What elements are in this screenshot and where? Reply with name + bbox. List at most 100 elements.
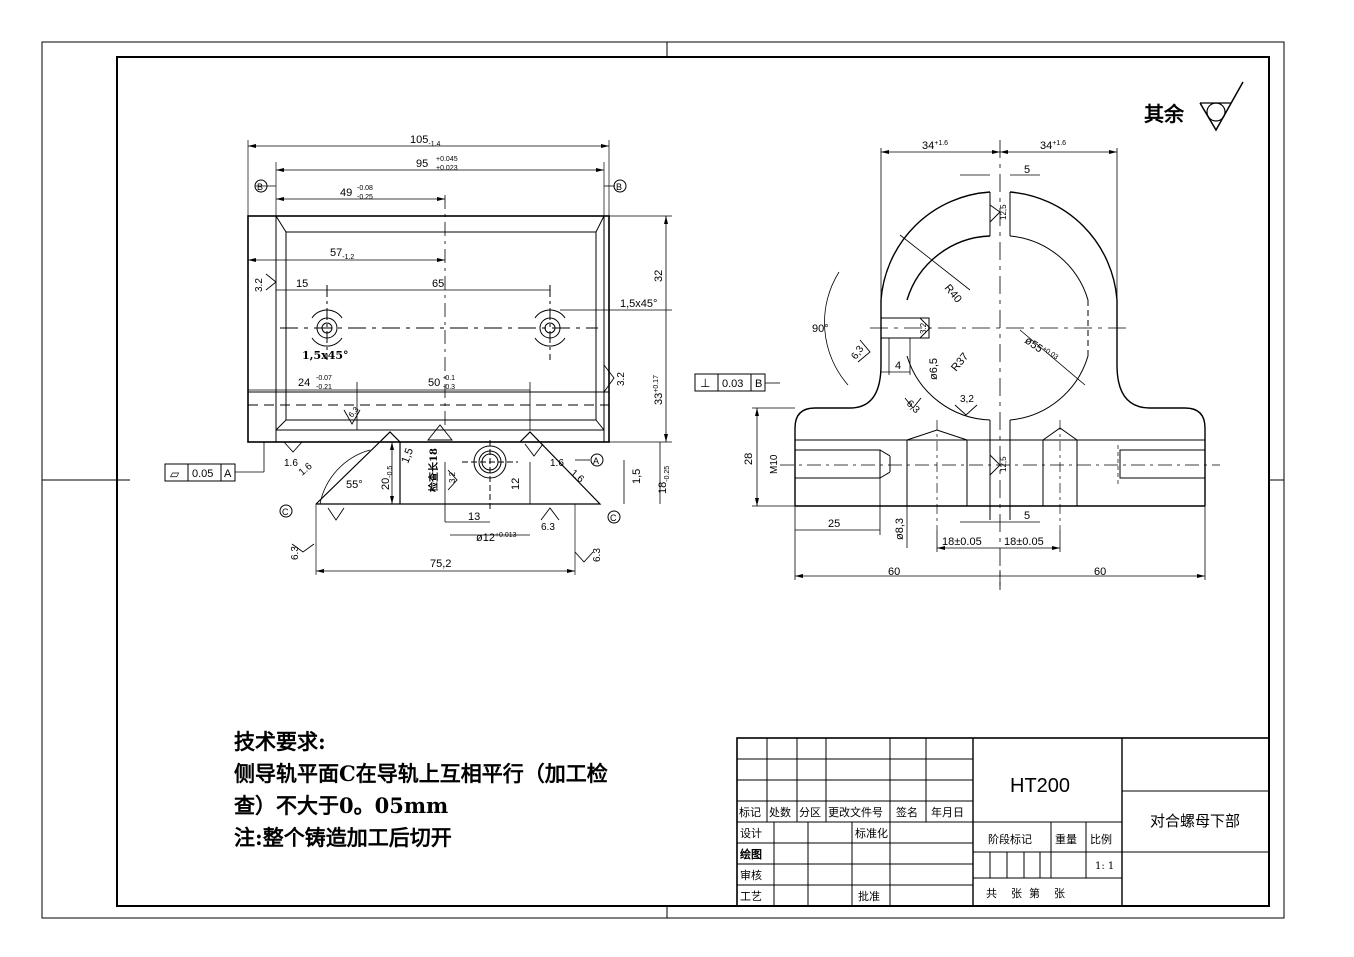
dim-49-tol-upper: -0.08 (357, 185, 373, 192)
dim-chamfer-right: 1,5x45° (620, 298, 657, 310)
label-sheets: 共 张 第 张 (986, 886, 1065, 900)
dim-34-left: 34+1.6 (922, 140, 948, 152)
dim-angle-90: 90° (812, 323, 829, 335)
flatness-symbol: ▱ (170, 467, 180, 481)
dim-32: 32 (653, 270, 665, 282)
datum-a: A (593, 456, 599, 466)
dim-105: 105-1.4 (410, 134, 441, 148)
header-date: 年月日 (931, 805, 964, 819)
rough-6-3-b: 6.3 (541, 522, 555, 533)
rough-6-3-a: 6.3 (290, 546, 301, 560)
rough-3-2-right: 3.2 (616, 372, 627, 386)
front-dimension-lines (248, 145, 672, 572)
dim-60-right: 60 (1094, 566, 1106, 578)
rough-side-12-5-bottom: 12,5 (999, 456, 1008, 472)
dim-24: 24 (298, 377, 310, 389)
dim-18-b: 18±0.05 (1004, 536, 1044, 548)
dim-r37: R37 (949, 351, 971, 374)
dim-18: 18-0.25 (657, 466, 671, 494)
perpendicularity-frame: ⊥ 0.03 B (694, 373, 780, 392)
rough-1-6-a: 1.6 (284, 458, 298, 469)
dim-angle-55: 55° (346, 479, 363, 491)
dim-m10: M10 (769, 454, 780, 474)
dim-49: 49 (340, 187, 352, 199)
front-roughness-marks (265, 273, 615, 563)
perp-datum: B (755, 378, 762, 390)
label-drawing: 绘图 (740, 847, 762, 861)
label-process: 工艺 (740, 890, 762, 903)
rough-3-2-left: 3.2 (254, 278, 265, 292)
front-arrowheads (248, 144, 668, 573)
rough-6-3-c: 6.3 (592, 548, 603, 562)
drawing-frame (41, 41, 1285, 919)
tech-line-2: 查）不大于0。05mm (234, 793, 449, 818)
dim-small-1-5: 1,5 (400, 447, 417, 465)
dim-5-top: 5 (1024, 164, 1030, 176)
perp-value: 0.03 (722, 378, 743, 390)
dim-57: 57-1.2 (330, 247, 354, 261)
technical-requirements: 技术要求: 侧导轨平面C在导轨上互相平行（加工检 查）不大于0。05mm 注:整… (234, 726, 608, 854)
dim-15: 15 (296, 278, 308, 290)
datum-b-left: B (257, 182, 263, 192)
roughness-label: 其余 (1144, 102, 1185, 126)
rough-6-3-d: 6.3 (347, 405, 361, 420)
rough-3-2-mid: 3.2 (448, 471, 457, 483)
dim-49-tol-lower: -0.25 (357, 194, 373, 201)
dim-1-5: 1,5 (631, 469, 643, 484)
scale-value: 1: 1 (1095, 861, 1114, 872)
label-review: 审核 (740, 868, 762, 882)
dim-r40: R40 (942, 282, 964, 305)
dim-28: 28 (743, 453, 755, 465)
dim-5-bottom: 5 (1024, 510, 1030, 522)
title-block: HT200 对合螺母下部 标记 处数 分区 更改文件号 签名 年月日 设计 标准… (736, 737, 1270, 907)
side-view: ⊥ 0.03 B 34+1.6 34+1.6 5 5 R40 R37 ø55+0… (694, 140, 1220, 590)
flatness-value: 0.05 (192, 468, 213, 480)
flatness-datum: A (224, 468, 232, 480)
header-count: 处数 (769, 806, 791, 819)
label-stage-mark: 阶段标记 (988, 832, 1032, 846)
dim-4: 4 (895, 360, 901, 372)
rough-side-6-3-a: 6,3 (849, 344, 866, 362)
rough-1-6-c: 1.6 (550, 458, 564, 469)
side-dimension-lines (752, 148, 1206, 580)
dim-50-tol-lower: -0.3 (443, 384, 455, 391)
roughness-check-icon (1199, 81, 1244, 132)
rough-side-3-2-small: 3.2 (919, 322, 928, 334)
tech-line-3: 注:整个铸造加工后切开 (234, 825, 452, 850)
dim-13: 13 (468, 511, 480, 523)
dim-20: 20-0.5 (380, 466, 394, 490)
dim-65: 65 (432, 278, 444, 290)
flatness-tolerance-frame: ▱ 0.05 A (164, 442, 265, 482)
rough-side-3-2: 3,2 (960, 394, 974, 405)
tech-heading: 技术要求: (234, 729, 326, 754)
dim-50-tol-upper: -0.1 (443, 375, 455, 382)
dim-95-tol-lower: +0.023 (436, 165, 458, 172)
side-arrowheads (755, 150, 1205, 578)
label-standardization: 标准化 (855, 826, 888, 840)
dim-75-2: 75,2 (430, 558, 451, 570)
dim-8-3: ø8,3 (894, 518, 906, 540)
header-zone: 分区 (799, 806, 821, 819)
dim-chamfer-left: 1,5x45° (302, 349, 349, 362)
dim-95-tol-upper: +0.045 (436, 156, 458, 163)
dim-6-5: ø6,5 (928, 358, 940, 380)
rough-side-12-5-top: 12,5 (999, 204, 1008, 220)
datum-b-right: B (616, 182, 622, 192)
material: HT200 (1010, 775, 1070, 797)
front-view: B B A C C ▱ 0.05 A (164, 134, 672, 575)
datum-c-left: C (282, 507, 289, 517)
dim-34-right: 34+1.6 (1040, 140, 1066, 152)
tech-line-1: 侧导轨平面C在导轨上互相平行（加工检 (234, 761, 608, 786)
rough-1-6-d: 1.6 (568, 468, 586, 486)
part-name: 对合螺母下部 (1150, 812, 1240, 830)
header-mark: 标记 (739, 805, 761, 819)
dim-33: 33+0.17 (653, 375, 665, 405)
inspect-length: 检查长18 (427, 448, 440, 492)
datum-c-right: C (610, 513, 617, 523)
dim-25: 25 (828, 518, 840, 530)
dim-24-tol-upper: -0.07 (316, 375, 332, 382)
label-design: 设计 (740, 827, 762, 840)
perp-symbol: ⊥ (700, 376, 710, 390)
rough-1-6-b: 1.6 (297, 461, 315, 479)
